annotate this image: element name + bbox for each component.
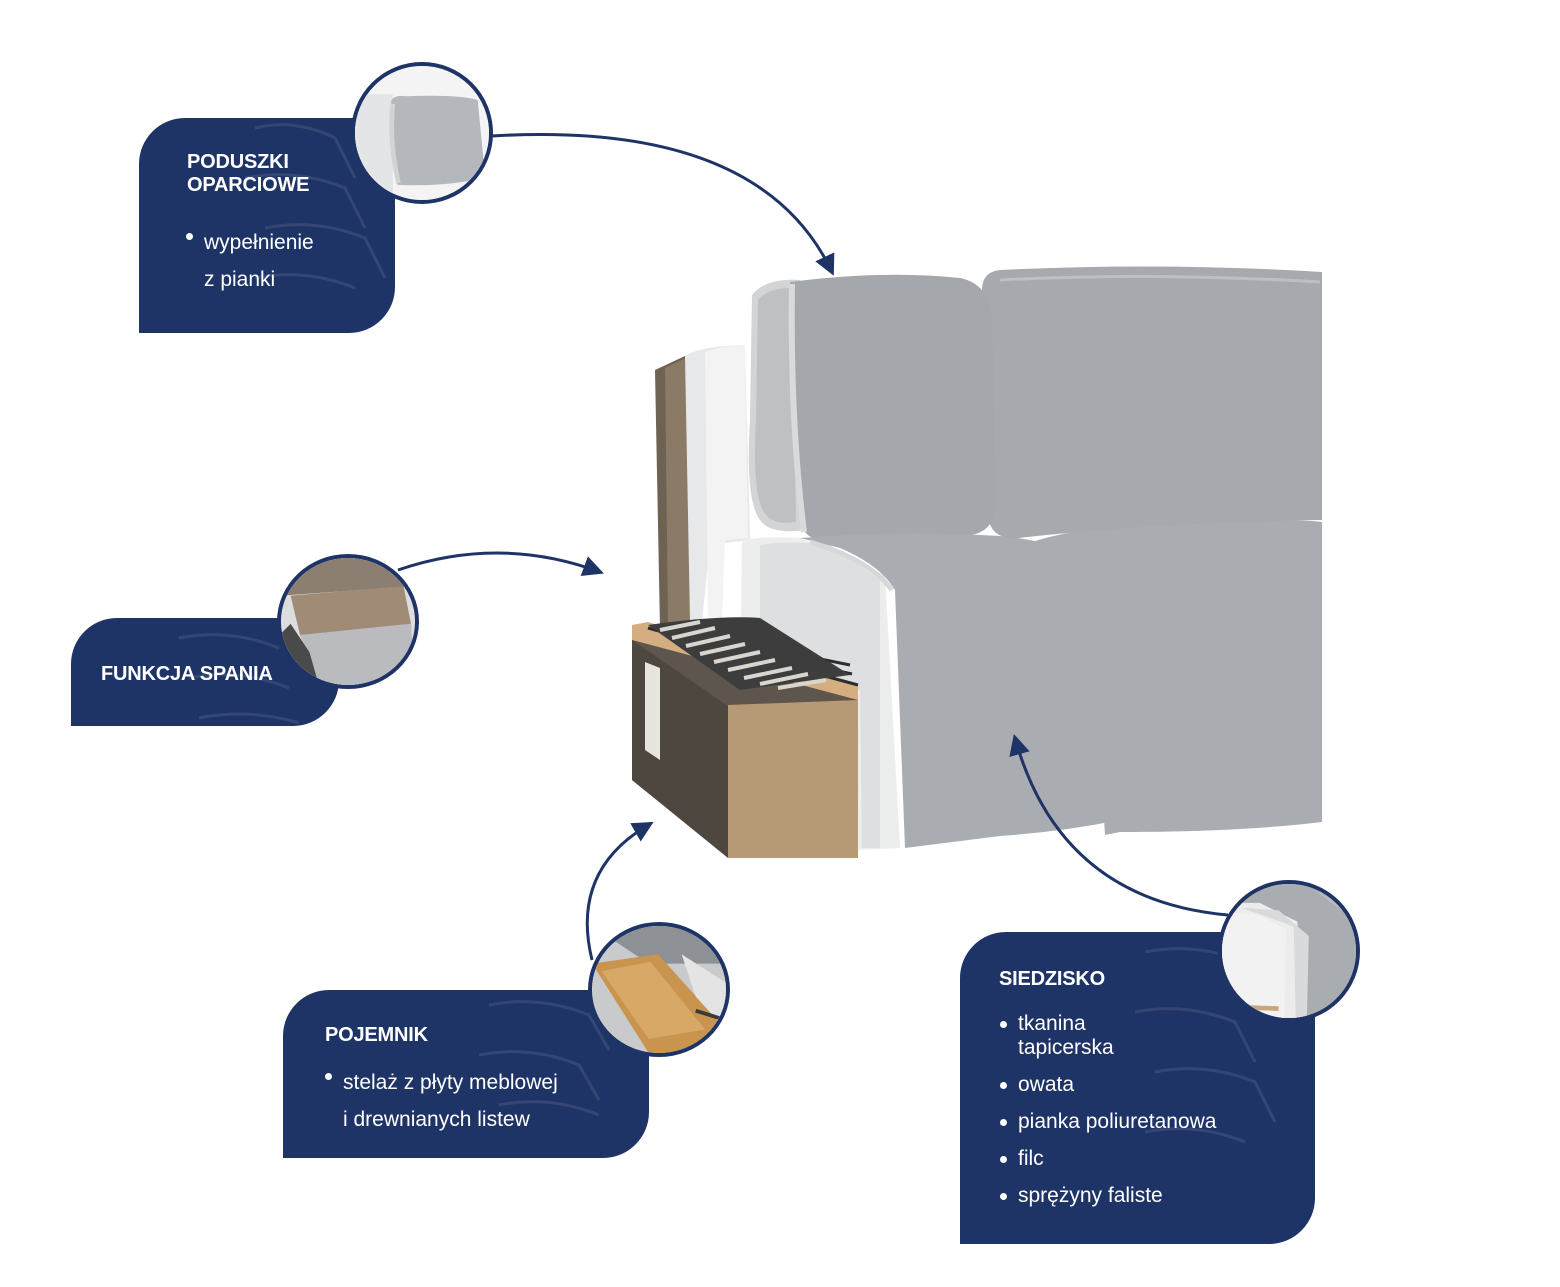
sleeping-function-detail-thumb (277, 554, 419, 689)
storage-container-detail-icon (592, 926, 726, 1053)
seat-feature-list: tkanina tapicerska owata pianka poliuret… (1000, 1012, 1216, 1208)
backrest-feature-list: wypełnienie z pianki (186, 224, 314, 298)
backrest-cushion-detail-icon (355, 66, 489, 200)
seat-feature-1: tkanina tapicerska (1000, 1012, 1216, 1060)
backrest-cushions-card: PODUSZKI OPARCIOWE wypełnienie z pianki (139, 118, 395, 333)
backrest-cushion-detail-thumb (351, 62, 493, 204)
seat-feature-4: filc (1000, 1147, 1216, 1171)
container-title: POJEMNIK (325, 1024, 428, 1046)
container-feature-list: stelaż z płyty meblowej i drewnianych li… (325, 1064, 558, 1138)
storage-container-detail-thumb (588, 922, 730, 1057)
seat-layers-detail-icon (1222, 884, 1356, 1018)
seat-feature-5: sprężyny faliste (1000, 1184, 1216, 1208)
seat-card: SIEDZISKO tkanina tapicerska owata piank… (960, 932, 1315, 1244)
seat-feature-2: owata (1000, 1073, 1216, 1097)
sleeping-title: FUNKCJA SPANIA (101, 663, 273, 685)
backrest-feature-1: wypełnienie z pianki (186, 224, 314, 298)
card-pattern (1134, 947, 1277, 1144)
seat-title: SIEDZISKO (999, 968, 1105, 990)
backrest-title: PODUSZKI OPARCIOWE (187, 151, 310, 196)
container-feature-1: stelaż z płyty meblowej i drewnianych li… (325, 1064, 558, 1138)
seat-feature-3: pianka poliuretanowa (1000, 1110, 1216, 1134)
card-pattern (178, 633, 300, 725)
sleeping-function-detail-icon (281, 558, 415, 685)
storage-container-card: POJEMNIK stelaż z płyty meblowej i drewn… (283, 990, 649, 1158)
card-pattern (478, 1000, 611, 1117)
seat-layers-detail-thumb (1218, 880, 1360, 1022)
card-pattern (244, 123, 387, 290)
